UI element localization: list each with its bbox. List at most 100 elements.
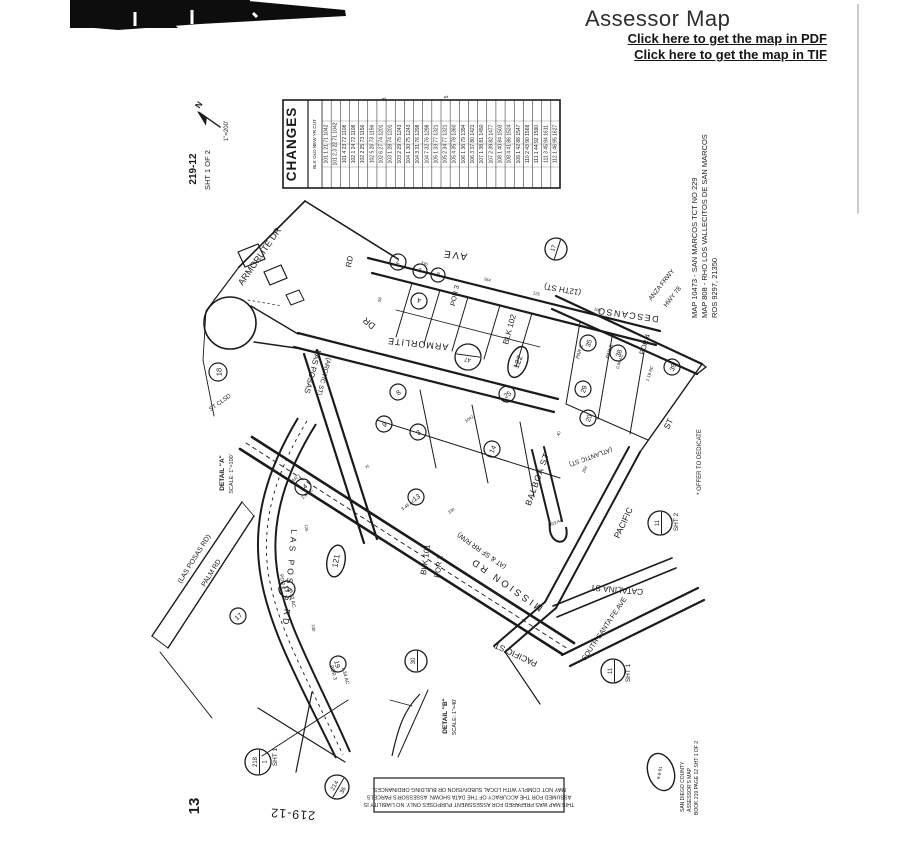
tif-map-link[interactable]: Click here to get the map in TIF: [634, 47, 827, 62]
parcel-number: 4: [417, 296, 422, 303]
changes-table-entry: 111 3 45 94 1611: [543, 125, 549, 163]
parcel-marker: 14: [483, 440, 501, 458]
street-curve: [256, 417, 337, 759]
parcel-marker: 20: [579, 409, 597, 427]
street-line: [167, 515, 255, 649]
parcel-marker: 17: [229, 607, 247, 625]
parcel-marker: 19: [329, 655, 347, 673]
changes-table-entry: 103 1 28 74 1201: [388, 124, 394, 163]
parcel-circle: [409, 423, 427, 441]
street-line: [597, 336, 613, 420]
parcel-number: 121: [331, 553, 342, 568]
dimension-label: 264: [483, 276, 492, 283]
parcel-marker: 13: [407, 488, 425, 506]
assessor-stamp-date: 9-9-91: [656, 765, 663, 779]
changes-table-entry: 111 1 44 92 1590: [534, 125, 540, 163]
map-label: 5: [444, 95, 450, 98]
street-line: [550, 307, 699, 376]
street-line: [376, 419, 561, 479]
disclaimer-border: [373, 777, 565, 813]
dimension-label: POR 2: [278, 574, 287, 590]
parcel-circle: [389, 253, 407, 271]
assessor-stamp-text: SAN DIEGO COUNTY: [680, 761, 686, 812]
street-line: [565, 321, 581, 405]
street-line: [397, 689, 429, 758]
map-label: 219-12: [270, 805, 316, 822]
parcel-marker: 1: [412, 263, 428, 279]
street-line: [696, 366, 707, 375]
street-line: [451, 296, 469, 352]
changes-table-headers: BLK OLD NEW YR CUT: [312, 119, 317, 169]
scan-artifact: [70, 0, 250, 4]
street-line: [552, 557, 673, 607]
dimension-label: 58: [377, 296, 383, 302]
map-label: SOUTH SANTA FE AVE: [581, 596, 629, 662]
parcel-marker: 7: [389, 253, 407, 271]
parcel-ellipse: [507, 345, 529, 379]
parcel-circle: [244, 748, 272, 776]
changes-table-entry: 112 1 46 95 1627: [552, 125, 558, 164]
street-line: [493, 601, 546, 647]
dimension-label: 75: [364, 463, 371, 470]
street-line: [250, 305, 299, 335]
parcel-circle: [229, 607, 247, 625]
parcel-marker-ellipse: 121: [326, 544, 346, 578]
parcel-circle: [404, 649, 428, 673]
street-line: [560, 586, 700, 657]
parcel-marker: 8: [430, 267, 446, 283]
parcel-number: 1: [417, 266, 422, 272]
street-line: [245, 442, 569, 650]
map-label: SHT 1: [272, 747, 279, 766]
street-curve: [391, 693, 421, 757]
street-line: [257, 707, 346, 763]
parcel-circle: [498, 385, 516, 403]
parcel-number: 14: [299, 483, 309, 493]
disclaimer-text: ASSUMED FOR THE ACCURACY OF THE DATA SHO…: [366, 793, 571, 799]
parcel-number: 17: [281, 585, 289, 594]
street-line: [151, 635, 169, 649]
dimension-label: 230: [311, 624, 317, 632]
parcel-number: 36: [339, 786, 348, 795]
map-label: DETAIL "A": [219, 455, 226, 491]
parcel-circle: [647, 510, 673, 536]
parcel-circle: [600, 658, 626, 684]
dimension-label: 1.18 AC: [645, 364, 655, 381]
parcel-number: 214: [330, 780, 341, 792]
dimension-label: 125: [532, 290, 541, 297]
street-line: [366, 256, 662, 333]
map-label: PALM RD: [201, 558, 223, 588]
parcel-circle: [454, 343, 482, 371]
scan-artifact: [70, 6, 178, 28]
north-arrow-head: [196, 110, 207, 126]
changes-table-entry: 106 1 36 79 1394: [461, 124, 467, 163]
parcel-circle: [609, 344, 627, 362]
street-line: [543, 446, 563, 522]
street-line: [159, 651, 213, 719]
map-label: CATALINA ST: [590, 583, 644, 598]
parcel-marker-ellipse: 122: [507, 345, 529, 379]
map-download-links: Click here to get the map in PDF Click h…: [628, 31, 827, 63]
parcel-marker: 35: [579, 334, 597, 352]
changes-table-entry: 104 7 32 76 1298: [424, 124, 430, 163]
map-label: * OFFER TO DEDICATE: [697, 429, 703, 495]
parcel-ellipse: [326, 544, 346, 578]
map-label: 219-12: [188, 153, 199, 185]
map-label: RD: [344, 255, 355, 268]
changes-table-entry: 109 1 42 88 1547: [516, 124, 522, 163]
pdf-map-link[interactable]: Click here to get the map in PDF: [627, 31, 827, 46]
street-line: [519, 421, 535, 498]
parcel-marker: 38: [609, 344, 627, 362]
street-line: [568, 598, 706, 668]
map-label: SHT 1 OF 2: [203, 150, 212, 190]
map-label: POR 3: [450, 285, 461, 307]
parcel-number: 1: [263, 760, 269, 764]
map-label: SHT 1: [625, 663, 632, 682]
parcel-circle: [544, 237, 568, 261]
dimension-label: 9.32 AC: [287, 590, 296, 609]
parcel-number: 17: [234, 612, 244, 622]
dimension-label: 100: [593, 306, 602, 313]
street-line: [238, 447, 564, 656]
street-line: [629, 351, 645, 435]
parcel-number: 8: [435, 270, 440, 276]
